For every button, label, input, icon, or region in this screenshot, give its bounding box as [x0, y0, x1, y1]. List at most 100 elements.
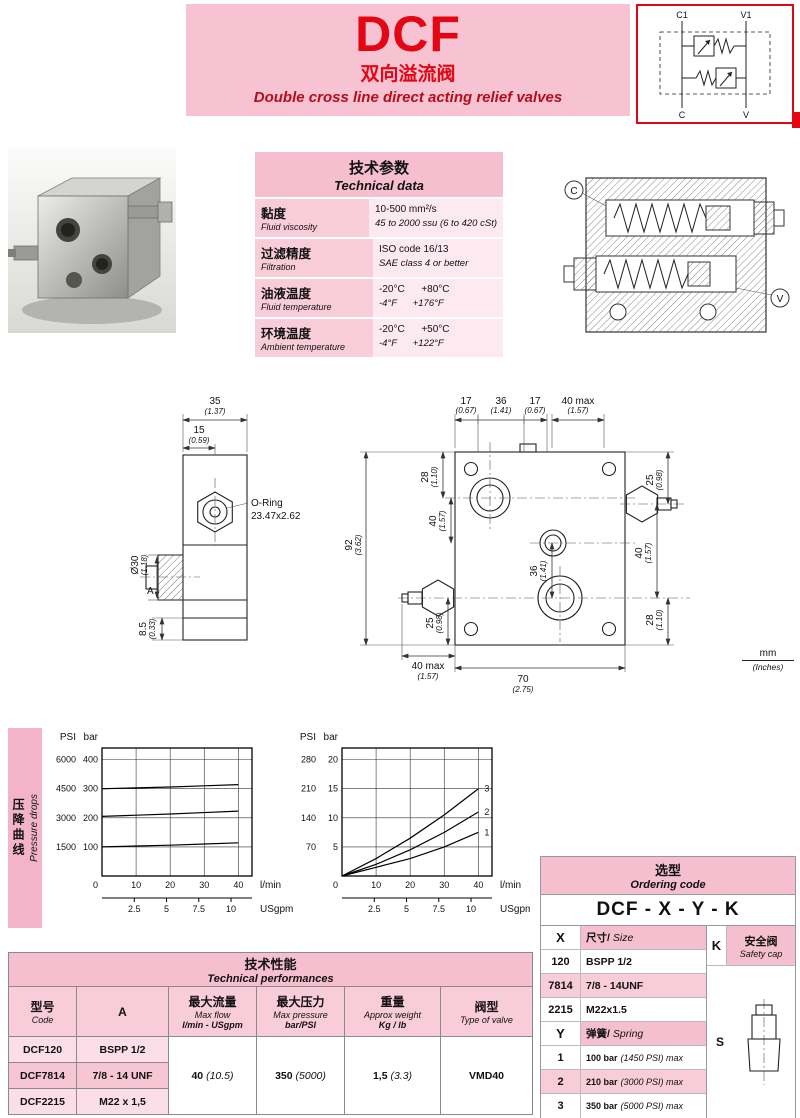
dim-top-17a: 17	[460, 396, 472, 407]
dim-left-28-in: (1.10)	[430, 466, 439, 487]
y-header-row: Y 弹簧/Spring	[541, 1022, 706, 1046]
svg-text:30: 30	[439, 880, 449, 890]
svg-text:300: 300	[83, 784, 98, 794]
y-value: 350 bar	[586, 1101, 618, 1111]
svg-text:5: 5	[404, 904, 409, 914]
svg-text:15: 15	[328, 784, 338, 794]
hydraulic-symbol-drawing: C1 V1 C V	[659, 10, 771, 120]
row-value: -20°C +80°C	[379, 284, 450, 295]
row-label-en: Filtration	[261, 262, 296, 272]
dim-height-92-in: (3.62)	[354, 534, 363, 555]
svg-text:70: 70	[306, 842, 316, 852]
svg-text:10: 10	[226, 904, 236, 914]
dim-top-17b-in: (0.67)	[525, 406, 546, 415]
dim-height-92: 92	[344, 539, 355, 551]
dim-left-40: 40	[428, 515, 439, 527]
dim-top-17a-in: (0.67)	[456, 406, 477, 415]
technical-data-title-en: Technical data	[334, 178, 424, 193]
dim-right-40: 40	[634, 547, 645, 559]
perf-a: M22 x 1,5	[76, 1088, 169, 1115]
svg-text:6000: 6000	[56, 755, 76, 765]
perf-row: DCF2215 M22 x 1,5	[8, 1088, 533, 1115]
svg-text:2.5: 2.5	[368, 904, 381, 914]
x-code: 120	[541, 950, 581, 973]
cross-section-drawing: C V	[563, 177, 790, 333]
dim-width-15: 15	[193, 425, 205, 436]
dim-height-8-5-in: (0.33)	[148, 618, 157, 639]
x-value: BSPP 1/2	[586, 955, 632, 968]
svg-text:PSI: PSI	[300, 732, 316, 743]
section-port-v: V	[777, 294, 784, 305]
svg-text:5: 5	[164, 904, 169, 914]
dim-width-35-in: (1.37)	[205, 407, 226, 416]
y-code: 3	[541, 1094, 581, 1118]
dim-width-35: 35	[209, 396, 221, 407]
row-value: 10-500 mm²/s	[375, 204, 437, 215]
perf-weight: 1,5 (3.3)	[344, 1036, 441, 1115]
svg-text:10: 10	[328, 813, 338, 823]
row-label-en: Fluid temperature	[261, 302, 332, 312]
technical-data-header: 技术参数 Technical data	[255, 152, 503, 197]
units-inches: (Inches)	[752, 662, 784, 672]
dim-top-36-in: (1.41)	[491, 406, 512, 415]
svg-text:l/min: l/min	[260, 880, 281, 891]
dim-bottom-40max: 40 max	[412, 661, 445, 672]
x-row: 2215 M22x1.5	[541, 998, 706, 1022]
perf-a: BSPP 1/2	[76, 1036, 169, 1063]
x-code: 7814	[541, 974, 581, 997]
x-size-en: Size	[612, 931, 634, 944]
dim-right-25: 25	[645, 474, 656, 486]
svg-text:40: 40	[473, 880, 483, 890]
dim-height-8-5: 8.5	[138, 622, 149, 636]
row-value-alt: -4°F +122°F	[379, 338, 444, 349]
dim-top-40max: 40 max	[562, 396, 595, 407]
dim-left-25-in: (0.98)	[435, 612, 444, 633]
port-label-v1: V1	[740, 10, 751, 20]
svg-text:100: 100	[83, 842, 98, 852]
row-value: -20°C +50°C	[379, 324, 450, 335]
perf-valve-type: VMD40	[440, 1036, 533, 1115]
y-code: 1	[541, 1046, 581, 1069]
dim-bottom-40max-in: (1.57)	[418, 672, 439, 681]
x-code: 2215	[541, 998, 581, 1021]
safety-cap-en: Safety cap	[739, 948, 783, 959]
k-header-row: K 安全阀 Safety cap	[707, 926, 795, 966]
pressure-drops-label-en: Pressure drops	[29, 794, 40, 862]
svg-text:bar: bar	[324, 732, 339, 743]
ordering-title-cn: 选型	[654, 863, 681, 878]
hydraulic-symbol-box: C1 V1 C V	[636, 4, 794, 124]
svg-text:4500: 4500	[56, 784, 76, 794]
svg-text:bar: bar	[84, 732, 99, 743]
y-row: 2 210 bar(3000 PSI) max	[541, 1070, 706, 1094]
dim-top-36: 36	[495, 396, 507, 407]
svg-text:7.5: 7.5	[433, 904, 446, 914]
svg-text:2: 2	[484, 807, 489, 817]
dim-right-28-in: (1.10)	[655, 609, 664, 630]
svg-text:20: 20	[328, 755, 338, 765]
perf-max-flow: 40 (10.5)	[168, 1036, 257, 1115]
perf-code: DCF7814	[8, 1062, 77, 1089]
svg-text:280: 280	[301, 755, 316, 765]
dim-bottom-70: 70	[517, 674, 529, 685]
perf-code: DCF120	[8, 1036, 77, 1063]
pressure-drops-label: 压降曲线 Pressure drops	[8, 728, 42, 928]
x-value: M22x1.5	[586, 1003, 627, 1016]
performances-title: 技术性能 Technical performances	[8, 952, 533, 987]
x-header: X	[541, 926, 581, 949]
units-mm: mm	[742, 648, 794, 661]
dimension-drawings: 35 (1.37) 15 (0.59) O-Ring 23.47x2.62 Ø3…	[130, 396, 690, 694]
svg-text:10: 10	[131, 880, 141, 890]
x-row: 7814 7/8 - 14UNF	[541, 974, 706, 998]
ordering-header: 选型 Ordering code	[541, 857, 795, 895]
y-code: 2	[541, 1070, 581, 1093]
page-title: DCF	[355, 6, 461, 62]
svg-text:3: 3	[484, 784, 489, 794]
svg-text:USgpm: USgpm	[500, 904, 530, 915]
svg-text:10: 10	[466, 904, 476, 914]
svg-text:200: 200	[83, 813, 98, 823]
